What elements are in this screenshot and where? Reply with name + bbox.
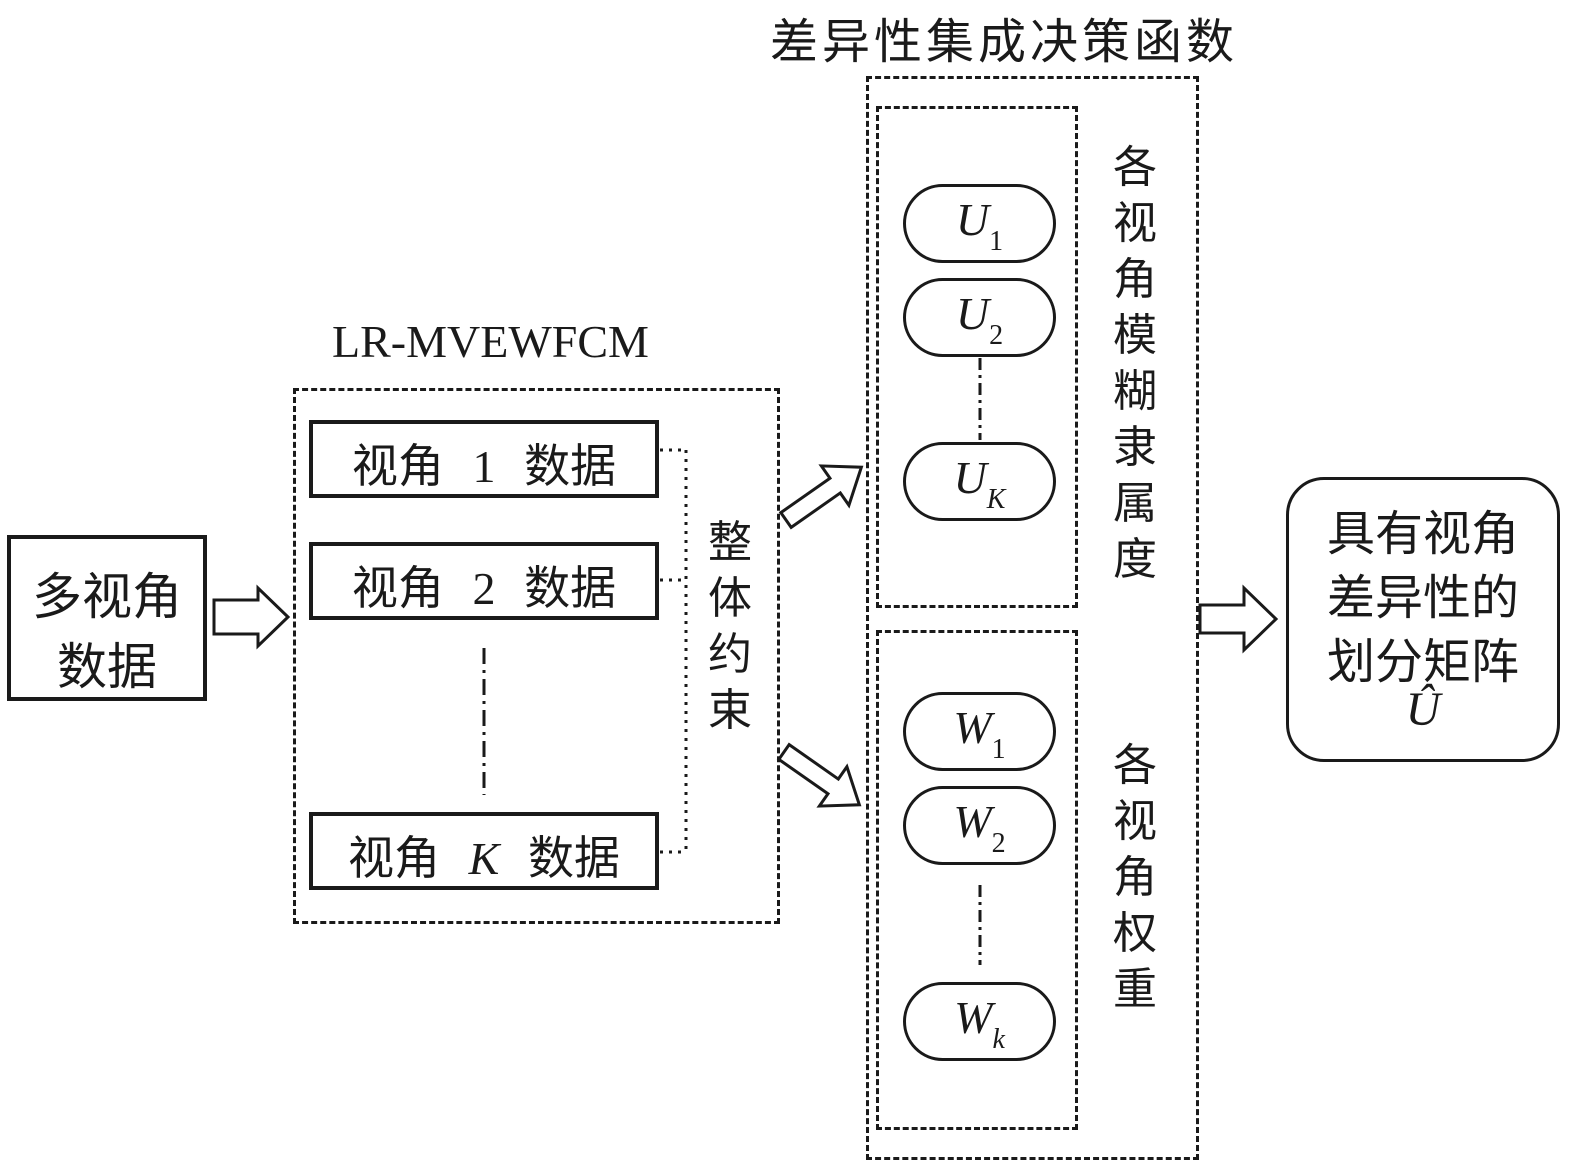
view-k-prefix: 视角 <box>348 831 441 885</box>
output-arrow <box>1198 584 1279 654</box>
view-1-prefix: 视角 <box>351 439 444 493</box>
output-matrix-box: 具有视角 差异性的 划分矩阵 Û <box>1286 477 1560 762</box>
view-2-index: 2 <box>472 563 496 614</box>
view-1-suffix: 数据 <box>524 439 617 493</box>
membership-char: 度 <box>1113 534 1157 585</box>
constraint-label: 整 体 约 束 <box>700 515 760 739</box>
view-1-box: 视角 1 数据 <box>309 420 659 498</box>
weight-char: 重 <box>1113 964 1157 1015</box>
membership-char: 模 <box>1113 310 1157 361</box>
view-2-prefix: 视角 <box>351 561 444 615</box>
membership-char: 属 <box>1113 478 1157 529</box>
weight-char: 权 <box>1113 908 1157 959</box>
uk-symbol: UK <box>953 452 1006 515</box>
membership-char: 各 <box>1113 142 1157 193</box>
membership-arrow <box>778 464 864 530</box>
view-2-box: 视角 2 数据 <box>309 542 659 620</box>
constraint-char: 约 <box>708 629 752 680</box>
membership-pill-u1: U1 <box>903 184 1056 263</box>
ensemble-container <box>866 76 1199 1160</box>
weight-pill-wk: Wk <box>903 982 1056 1061</box>
view-2-suffix: 数据 <box>524 561 617 615</box>
input-data-line1: 多视角 <box>32 568 182 626</box>
view-k-index: K <box>468 833 500 884</box>
membership-char: 隶 <box>1113 422 1157 473</box>
membership-char: 糊 <box>1113 366 1157 417</box>
output-symbol: Û <box>1405 683 1441 736</box>
ensemble-title: 差异性集成决策函数 <box>770 14 1239 70</box>
input-data-box: 多视角 数据 <box>7 535 207 701</box>
weight-container <box>876 630 1078 1130</box>
output-line3: 划分矩阵 <box>1326 634 1519 690</box>
weight-pill-w2: W2 <box>903 786 1056 865</box>
membership-pill-u2: U2 <box>903 278 1056 357</box>
input-arrow <box>212 584 291 650</box>
weight-arrow <box>776 742 862 808</box>
view-k-suffix: 数据 <box>527 831 620 885</box>
membership-container <box>876 106 1078 608</box>
membership-char: 角 <box>1113 254 1157 305</box>
weight-label: 各 视 角 权 重 <box>1105 738 1165 1018</box>
membership-char: 视 <box>1113 198 1157 249</box>
membership-pill-uk: UK <box>903 442 1056 521</box>
view-1-label: 视角 1 数据 <box>313 430 655 496</box>
wk-symbol: Wk <box>954 992 1005 1055</box>
view-2-label: 视角 2 数据 <box>313 552 655 618</box>
view-1-index: 1 <box>472 441 496 492</box>
w2-symbol: W2 <box>953 796 1006 859</box>
u1-symbol: U1 <box>955 194 1004 257</box>
weight-pill-w1: W1 <box>903 692 1056 771</box>
algorithm-title: LR-MVEWFCM <box>332 316 649 367</box>
membership-label: 各 视 角 模 糊 隶 属 度 <box>1105 140 1165 588</box>
output-line1: 具有视角 <box>1326 506 1519 562</box>
weight-char: 各 <box>1113 740 1157 791</box>
constraint-char: 束 <box>708 685 752 736</box>
u2-symbol: U2 <box>955 288 1004 351</box>
view-k-box: 视角 K 数据 <box>309 812 659 890</box>
lr-mvewfcm-container <box>293 388 780 924</box>
w1-symbol: W1 <box>953 702 1006 765</box>
constraint-char: 整 <box>708 517 752 568</box>
weight-char: 视 <box>1113 796 1157 847</box>
view-k-label: 视角 K 数据 <box>313 822 655 888</box>
weight-char: 角 <box>1113 852 1157 903</box>
constraint-bracket <box>660 448 688 854</box>
input-data-line2: 数据 <box>57 638 157 696</box>
constraint-char: 体 <box>708 573 752 624</box>
output-line2: 差异性的 <box>1326 570 1519 626</box>
